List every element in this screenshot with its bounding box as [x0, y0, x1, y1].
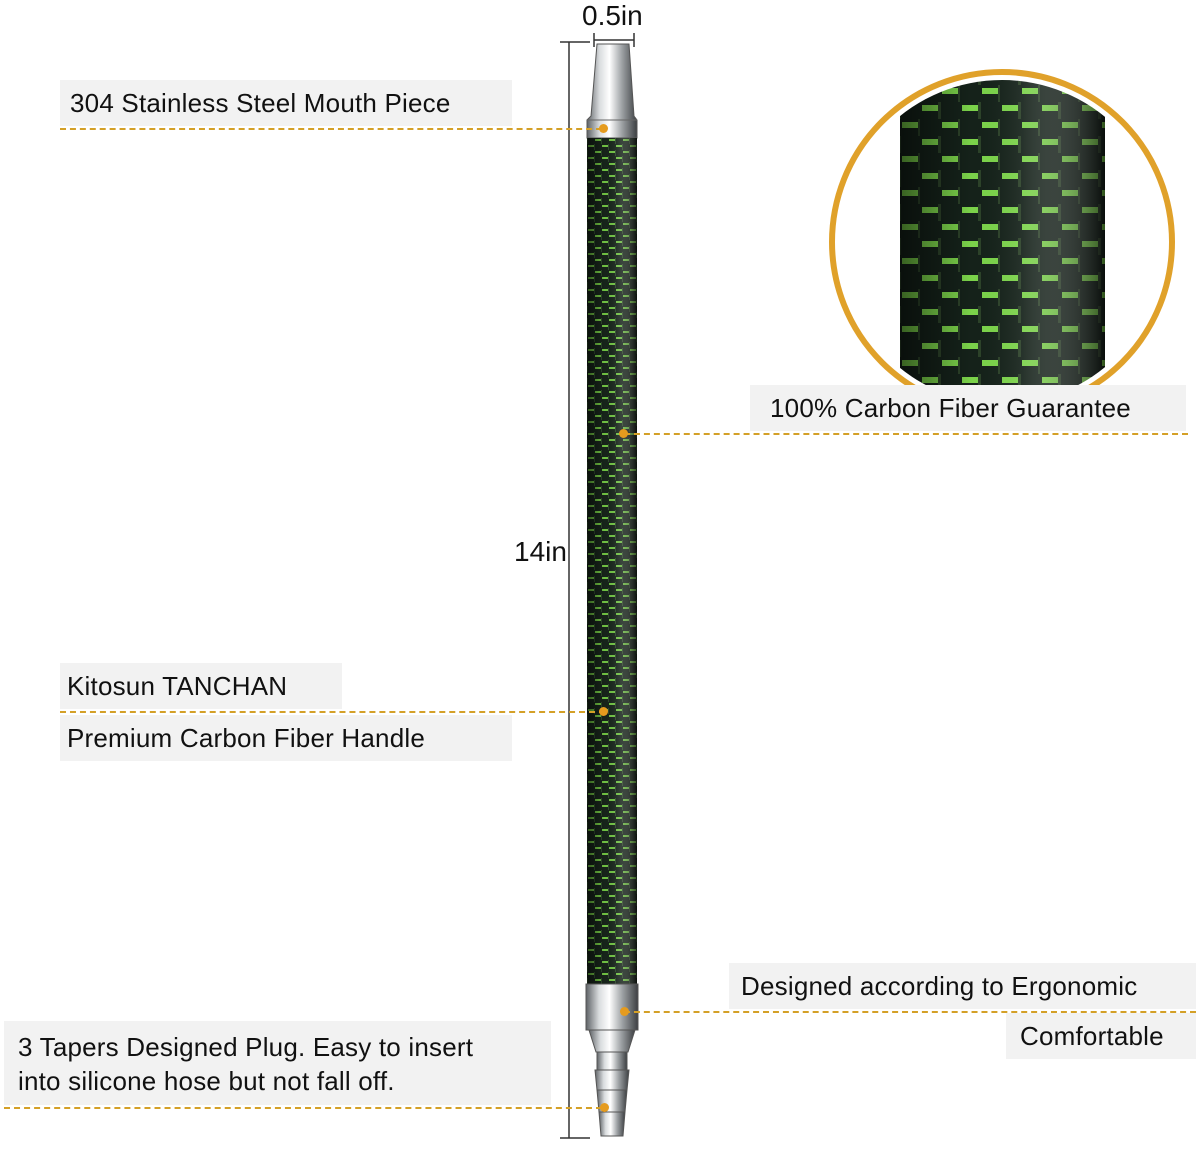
plug-leader	[4, 1107, 602, 1109]
ergonomic-callout: Designed according to Ergonomic	[729, 963, 1196, 1009]
mouthpiece-leader	[60, 128, 602, 130]
carbon-handle	[587, 138, 637, 984]
plug-callout-line1: 3 Tapers Designed Plug. Easy to insert	[18, 1032, 474, 1062]
brand-callout: Kitosun TANCHAN	[60, 663, 342, 709]
mouthpiece-callout: 304 Stainless Steel Mouth Piece	[60, 80, 512, 126]
comfortable-callout: Comfortable	[1006, 1013, 1196, 1059]
width-label: 0.5in	[582, 0, 643, 31]
carbon-zoom-circle	[829, 69, 1175, 415]
bottom-plug	[585, 983, 639, 1137]
ergonomic-leader	[624, 1011, 1196, 1013]
plug-dot	[600, 1103, 609, 1112]
carbon-guarantee-callout: 100% Carbon Fiber Guarantee	[750, 385, 1186, 431]
plug-callout-line2: into silicone hose but not fall off.	[18, 1066, 395, 1096]
ergonomic-dot	[620, 1007, 629, 1016]
mouthpiece-dot	[599, 124, 608, 133]
carbon-guarantee-leader	[624, 433, 1188, 435]
handle-leader	[60, 711, 605, 713]
plug-callout: 3 Tapers Designed Plug. Easy to insert i…	[4, 1021, 551, 1105]
length-dimension	[560, 41, 590, 1139]
handle-callout: Premium Carbon Fiber Handle	[60, 715, 512, 761]
mouthpiece	[586, 43, 638, 139]
length-label: 14in	[514, 536, 567, 568]
carbon-guarantee-dot	[619, 429, 628, 438]
handle-dot	[599, 707, 608, 716]
width-dimension	[593, 33, 635, 47]
